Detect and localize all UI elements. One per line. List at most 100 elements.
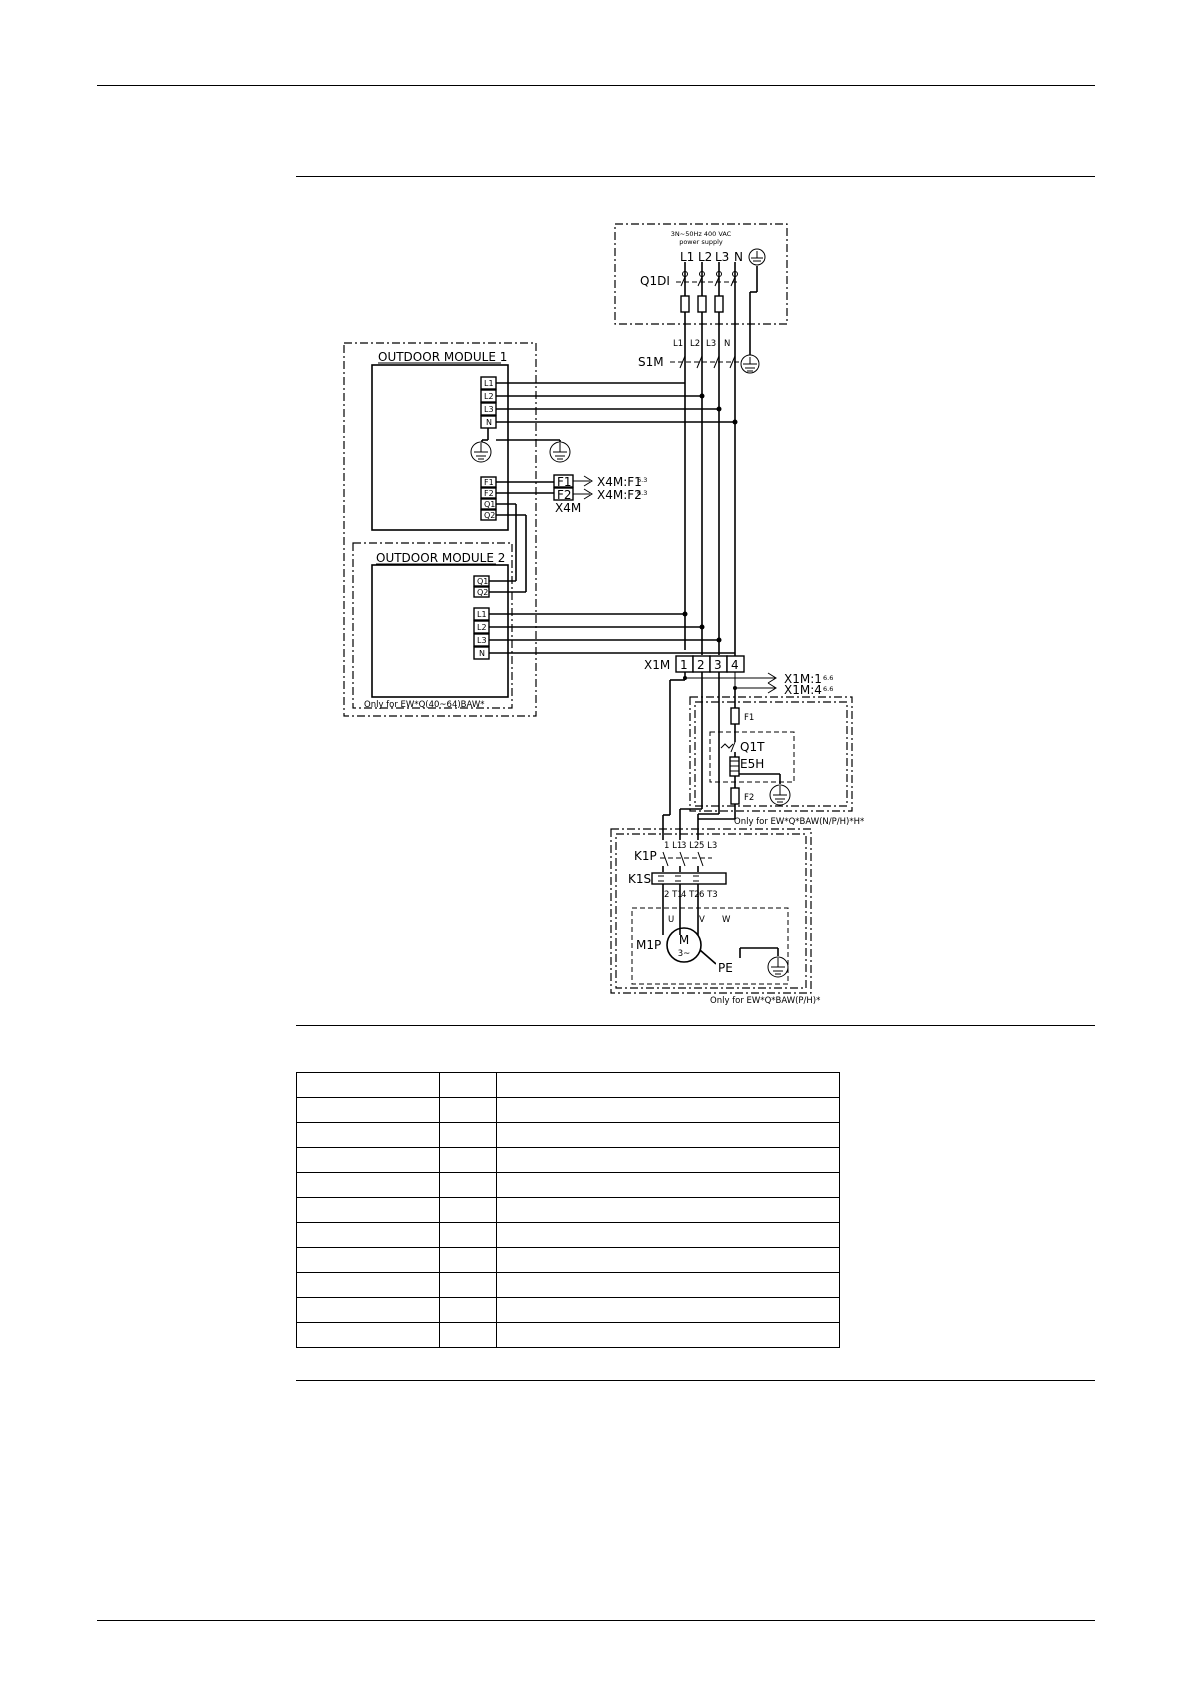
- phase-label-l1: L1: [680, 250, 694, 264]
- q1di-label: Q1DI: [640, 274, 670, 288]
- m1-term-q2: Q2: [484, 511, 495, 520]
- table-cell: [296, 1072, 440, 1098]
- outdoor-module-2: OUTDOOR MODULE 2 Q1 Q2 L1 L2 L3 N: [371, 551, 509, 698]
- motor-phase: 3~: [678, 949, 691, 959]
- supply-line-2: power supply: [679, 238, 723, 246]
- table-cell: [496, 1272, 840, 1298]
- module-1-title: OUTDOOR MODULE 1: [378, 350, 507, 364]
- x4m-term-f2: F2: [557, 488, 572, 502]
- k1s-out-4: 4 T2: [681, 890, 700, 900]
- page-bottom-rule: [97, 1620, 1095, 1621]
- m1-term-q1: Q1: [484, 500, 495, 509]
- section-rule-1: [296, 176, 1095, 177]
- x1m-terminal: X1M 1 2 3 4: [644, 655, 745, 673]
- phase-label-l3: L3: [715, 250, 729, 264]
- table-cell: [496, 1322, 840, 1348]
- table-row: [296, 1197, 840, 1223]
- table-cell: [296, 1322, 440, 1348]
- table-row: [296, 1272, 840, 1298]
- table-cell: [439, 1097, 497, 1123]
- q1t-label: Q1T: [740, 740, 765, 754]
- m2-term-l1: L1: [477, 610, 487, 619]
- table-cell: [496, 1072, 840, 1098]
- module-1-external-earth-icon: [496, 439, 571, 463]
- e5h-label: E5H: [740, 757, 764, 771]
- k1p-in-5: 5 L3: [699, 841, 717, 851]
- table-cell: [439, 1122, 497, 1148]
- table-row: [296, 1172, 840, 1198]
- table-cell: [439, 1072, 497, 1098]
- table-cell: [496, 1297, 840, 1323]
- module-2-frame: [352, 542, 513, 709]
- x1m-term-2: 2: [697, 658, 705, 672]
- table-cell: [296, 1197, 440, 1223]
- table-cell: [439, 1247, 497, 1273]
- x1m-ref-1-sheet: 6.6: [823, 674, 833, 682]
- table-cell: [296, 1247, 440, 1273]
- pump-note: Only for EW*Q*BAW(P/H)*: [710, 996, 820, 1006]
- k1s-label: K1S: [628, 872, 651, 886]
- table-cell: [439, 1197, 497, 1223]
- page-top-rule: [97, 85, 1095, 86]
- x4m-ref-2: X4M:F2: [597, 488, 642, 502]
- table-cell: [496, 1122, 840, 1148]
- k1p-in-1: 1 L1: [664, 841, 682, 851]
- table-cell: [439, 1272, 497, 1298]
- motor-u: U: [668, 915, 674, 925]
- supply-earth-icon: [748, 248, 766, 266]
- power-supply-box: 3N~50Hz 400 VAC power supply L1 L2 L3 N …: [614, 223, 788, 325]
- table-cell: [296, 1097, 440, 1123]
- phase-label-n: N: [734, 250, 743, 264]
- m1-term-n: N: [486, 418, 492, 427]
- x1m-label: X1M: [644, 658, 670, 672]
- table-cell: [496, 1147, 840, 1173]
- x4m-ref-2-sheet: 6.3: [637, 489, 647, 497]
- section-rule-3: [296, 1380, 1095, 1381]
- table-cell: [496, 1172, 840, 1198]
- x1m-term-3: 3: [714, 658, 722, 672]
- table-cell: [296, 1297, 440, 1323]
- table-cell: [296, 1172, 440, 1198]
- x1m-ref-2: X1M:4: [784, 683, 822, 697]
- m2-term-q2: Q2: [477, 588, 488, 597]
- table-cell: [496, 1197, 840, 1223]
- table-row: [296, 1222, 840, 1248]
- outdoor-modules-frame: [343, 342, 537, 717]
- m2-term-l3: L3: [477, 636, 487, 645]
- m1-term-l3: L3: [484, 405, 494, 414]
- m2-term-l2: L2: [477, 623, 487, 632]
- section-rule-2: [296, 1025, 1095, 1026]
- table-cell: [296, 1272, 440, 1298]
- module-2-title: OUTDOOR MODULE 2: [376, 551, 505, 565]
- s1m-term-l2: L2: [690, 339, 700, 349]
- pe-label: PE: [718, 961, 733, 975]
- table-row: [296, 1322, 840, 1348]
- pump-earth-icon: [767, 956, 789, 978]
- m1-term-l2: L2: [484, 392, 494, 401]
- table-cell: [439, 1322, 497, 1348]
- k1s-out-6: 6 T3: [699, 890, 718, 900]
- k1s-out-2: 2 T1: [664, 890, 683, 900]
- heater-box: F1 Q1T E5H F2: [689, 688, 853, 812]
- table-cell: [296, 1122, 440, 1148]
- x4m-label: X4M: [555, 501, 581, 515]
- table-cell: [439, 1297, 497, 1323]
- heater-f2-label: F2: [744, 793, 754, 803]
- table-row: [296, 1122, 840, 1148]
- table-row: [296, 1072, 840, 1098]
- table-row: [296, 1297, 840, 1323]
- table-cell: [439, 1172, 497, 1198]
- table-cell: [296, 1222, 440, 1248]
- supply-line-1: 3N~50Hz 400 VAC: [671, 230, 732, 238]
- table-cell: [439, 1147, 497, 1173]
- table-row: [296, 1147, 840, 1173]
- x1m-term-1: 1: [680, 658, 688, 672]
- x4m-ref-1: X4M:F1: [597, 475, 642, 489]
- x4m-ref-1-sheet: 6.3: [637, 476, 647, 484]
- table-cell: [296, 1147, 440, 1173]
- s1m-term-n: N: [724, 339, 730, 349]
- pump-box: 1 L1 3 L2 5 L3 K1P K1S 2 T1 4 T2 6 T3 U …: [610, 828, 812, 994]
- module-1-earth-icon: [470, 428, 492, 463]
- motor-icon: M 3~: [666, 927, 702, 963]
- s1m-label: S1M: [638, 355, 664, 369]
